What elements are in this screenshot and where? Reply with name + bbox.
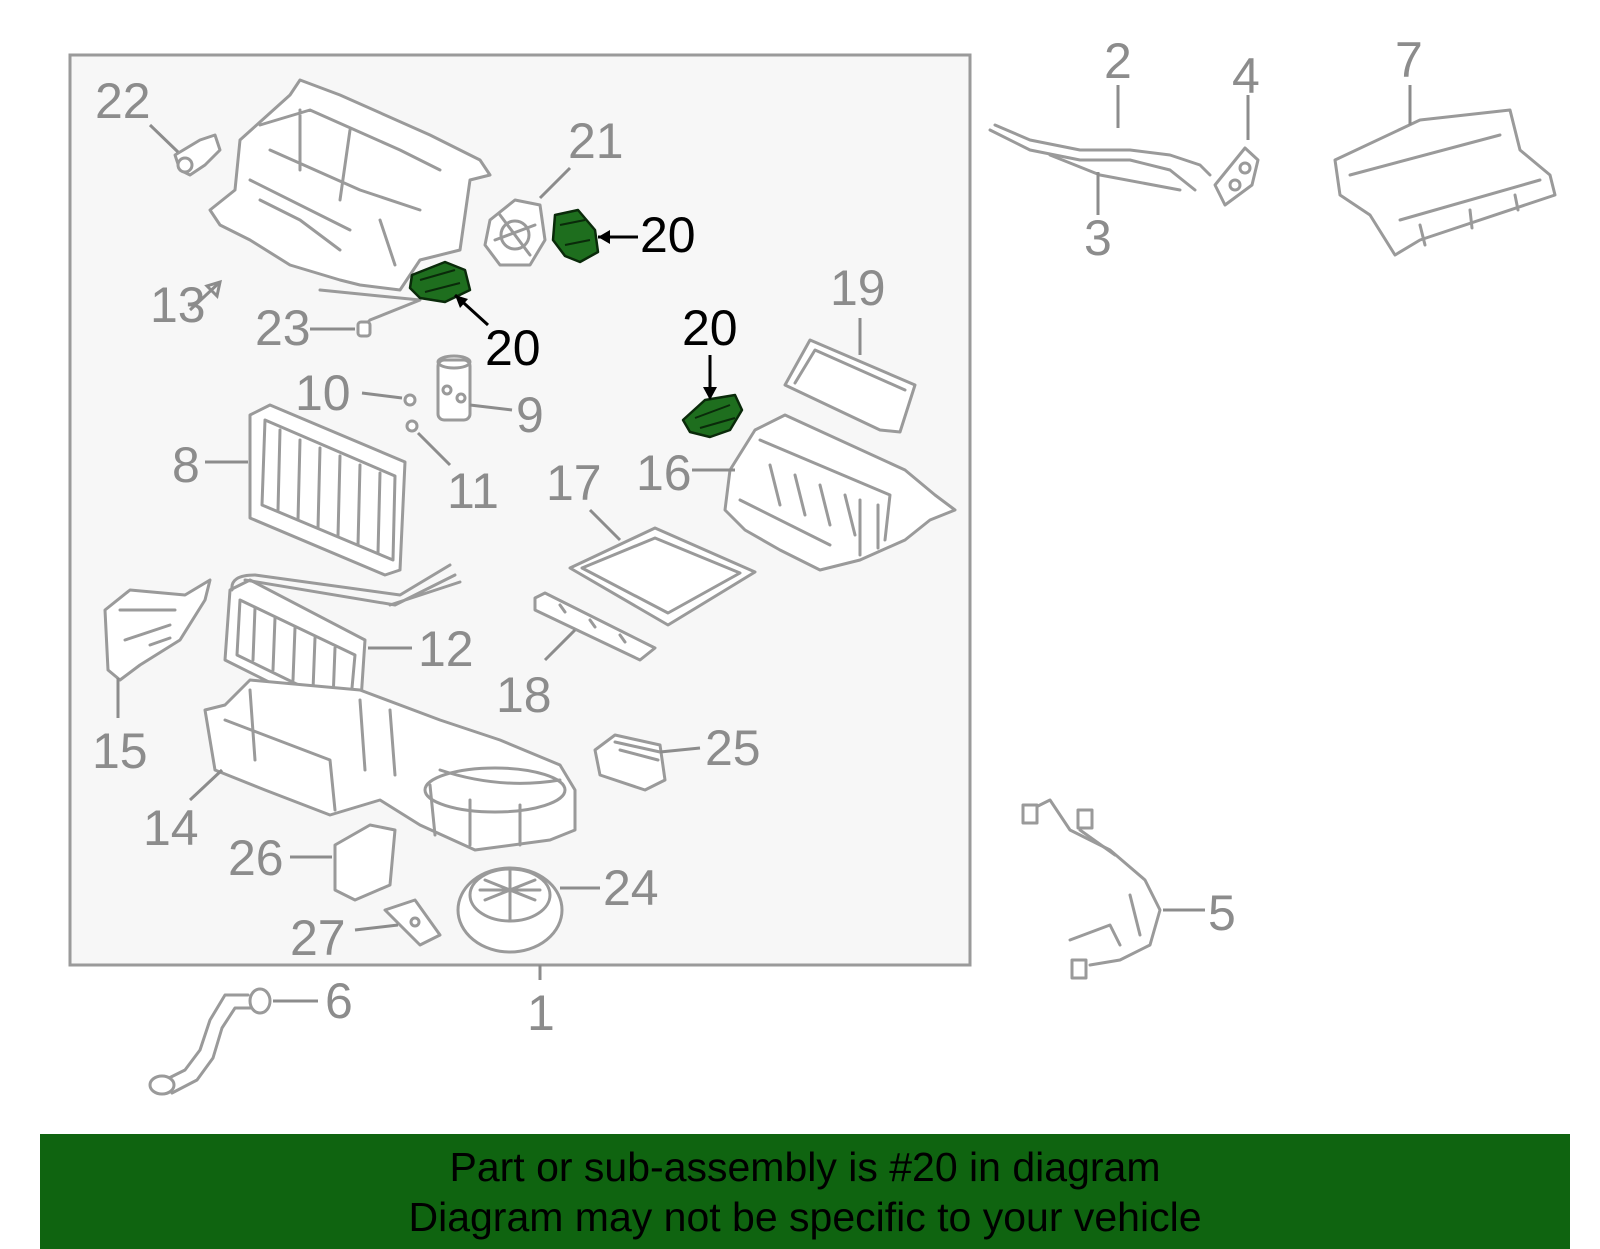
label-16: 16 [636,445,692,501]
label-19: 19 [830,260,886,316]
label-20-c: 20 [682,300,738,356]
label-9: 9 [516,387,544,443]
part-16-blower-case [723,413,957,572]
label-22: 22 [95,73,151,129]
part-14-lower-case [203,678,577,852]
label-23: 23 [255,300,311,356]
part-15-bracket [103,578,212,682]
part-27-bracket [383,898,442,947]
label-6: 6 [325,973,353,1029]
part-23-clip [356,320,372,338]
banner-line-part: Part or sub-assembly is #20 in diagram [449,1144,1161,1190]
label-20-a: 20 [640,207,696,263]
part-5-harness [1021,798,1162,980]
part-7-duct [1333,108,1557,257]
banner-line-disclaimer: Diagram may not be specific to your vehi… [408,1194,1202,1240]
info-banner: Part or sub-assembly is #20 in diagram D… [40,1134,1570,1249]
label-17: 17 [546,455,602,511]
label-15: 15 [92,723,148,779]
part-8-heater-core [248,403,407,577]
part-26-module [333,823,397,902]
part-2-3-tubes [988,123,1212,192]
part-21-plate [483,198,547,267]
label-8: 8 [172,437,200,493]
label-25: 25 [705,720,761,776]
part-20-actuator-b [408,260,472,304]
part-6-drain-hose [148,987,272,1096]
label-13: 13 [150,277,206,333]
label-21: 21 [568,113,624,169]
label-20-b: 20 [485,320,541,376]
label-7: 7 [1395,32,1423,88]
label-11: 11 [447,463,499,519]
part-9-valve [436,354,472,422]
part-25-resistor [593,733,667,792]
label-26: 26 [228,830,284,886]
label-14: 14 [143,800,199,856]
label-27: 27 [290,910,346,966]
label-2: 2 [1104,33,1132,89]
part-17-filter [568,526,757,627]
label-3: 3 [1084,210,1112,266]
part-18-strip [533,591,657,662]
label-5: 5 [1208,885,1236,941]
part-24-blower-motor [456,866,564,954]
label-18: 18 [496,667,552,723]
label-1: 1 [527,985,555,1041]
label-12: 12 [418,621,474,677]
part-10-o-ring [403,393,417,407]
label-24: 24 [603,860,659,916]
part-19-cover [783,338,917,434]
part-4-gasket [1213,146,1260,207]
part-22-sensor [173,133,222,177]
label-4: 4 [1232,48,1260,104]
label-10: 10 [295,365,351,421]
part-11-o-ring [405,419,419,433]
part-20-actuator-a [551,208,600,264]
